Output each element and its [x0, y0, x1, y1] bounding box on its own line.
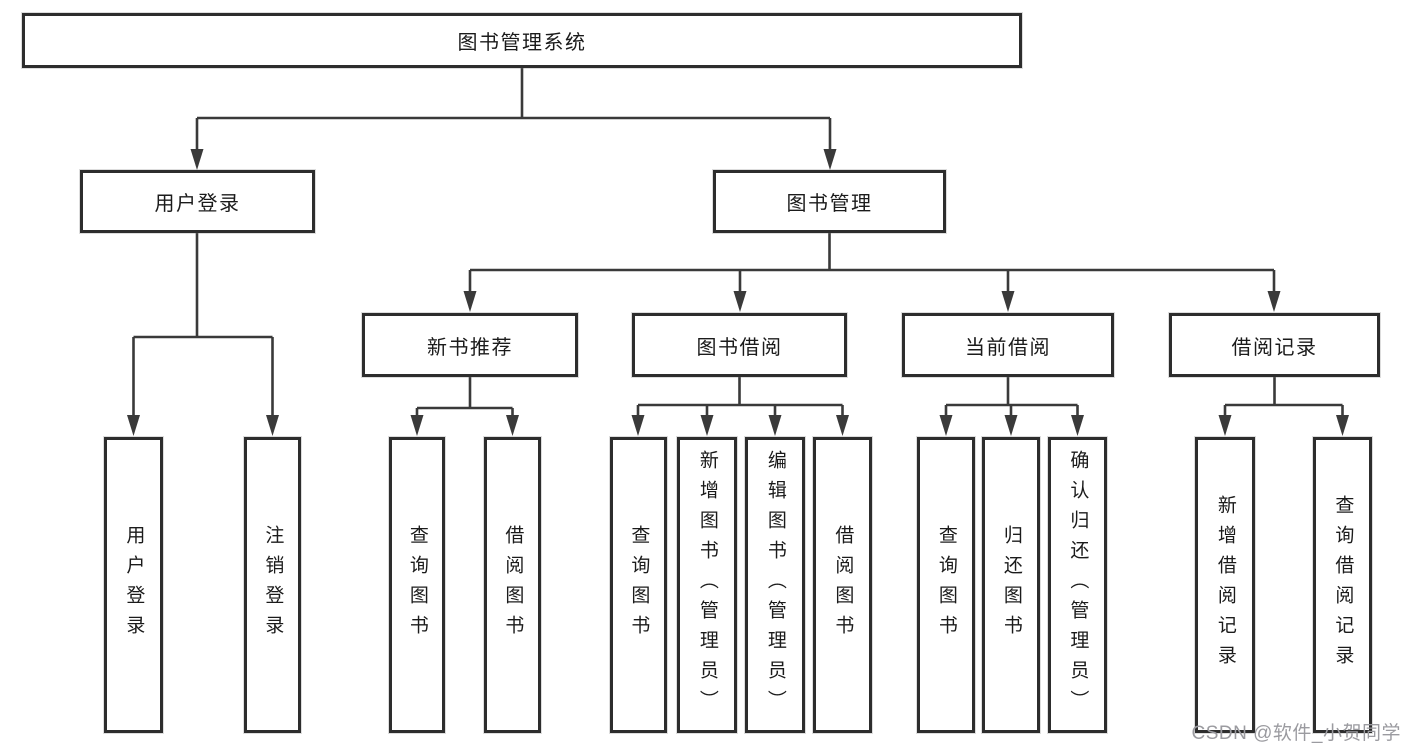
arrowhead	[1071, 415, 1084, 436]
arrowhead	[836, 415, 849, 436]
leaf-borrow-add-books-admin: 新增图书（管理员）	[677, 437, 737, 733]
arrowhead	[410, 415, 424, 436]
leaf-logout: 注销登录	[244, 437, 301, 733]
arrowhead	[733, 291, 747, 312]
leaf-current-query-books: 查询图书	[917, 437, 975, 733]
node-root: 图书管理系统	[22, 13, 1022, 68]
arrowhead	[1336, 415, 1349, 436]
csdn-watermark: CSDN @软件_小贺同学	[1191, 723, 1401, 744]
arrowhead	[1004, 415, 1018, 436]
node-borrow-records-label: 借阅记录	[1231, 336, 1318, 359]
node-current-borrow: 当前借阅	[902, 313, 1114, 377]
leaf-borrow-add-books-admin-label: 新增图书（管理员）	[696, 450, 718, 720]
leaf-logout-label: 注销登录	[262, 525, 284, 645]
arrowhead	[190, 149, 204, 170]
leaf-current-return-books-label: 归还图书	[1000, 525, 1022, 645]
leaf-recommend-query-books: 查询图书	[389, 437, 445, 733]
connector-current-borrow	[944, 377, 1079, 420]
leaf-recommend-borrow-books-label: 借阅图书	[502, 525, 524, 645]
connector-root	[195, 68, 832, 152]
leaf-current-confirm-return-admin-label: 确认归还（管理员）	[1067, 450, 1089, 720]
node-new-book-recommend-label: 新书推荐	[427, 336, 513, 359]
connector-book-borrow	[636, 377, 844, 420]
arrowhead	[463, 291, 477, 312]
node-new-book-recommend: 新书推荐	[362, 313, 578, 377]
leaf-recommend-query-books-label: 查询图书	[406, 525, 428, 645]
arrowhead	[1001, 291, 1015, 312]
leaf-borrow-borrow-books-label: 借阅图书	[832, 525, 854, 645]
arrowhead	[1218, 415, 1232, 436]
leaf-current-query-books-label: 查询图书	[935, 525, 957, 645]
arrowhead	[768, 415, 782, 436]
node-book-borrow-label: 图书借阅	[696, 336, 783, 359]
leaf-user-login-label: 用户登录	[123, 525, 145, 645]
node-book-borrow: 图书借阅	[632, 313, 847, 377]
node-book-management: 图书管理	[713, 170, 946, 233]
node-root-label: 图书管理系统	[457, 32, 587, 54]
node-user-login-label: 用户登录	[154, 193, 241, 215]
arrowhead	[700, 415, 714, 436]
arrowhead	[266, 415, 279, 436]
arrowhead	[1267, 291, 1281, 312]
connector-book-management	[468, 233, 1276, 296]
leaf-records-query-record-label: 查询借阅记录	[1332, 495, 1354, 675]
node-borrow-records: 借阅记录	[1169, 313, 1380, 377]
connector-borrow-records	[1223, 377, 1344, 420]
arrowhead	[939, 415, 953, 436]
leaf-borrow-query-books-label: 查询图书	[628, 525, 650, 645]
arrowhead	[127, 415, 140, 436]
leaf-records-query-record: 查询借阅记录	[1313, 437, 1372, 733]
leaf-borrow-borrow-books: 借阅图书	[813, 437, 872, 733]
node-book-management-label: 图书管理	[786, 193, 873, 215]
leaf-borrow-edit-books-admin: 编辑图书（管理员）	[745, 437, 805, 733]
leaf-borrow-edit-books-admin-label: 编辑图书（管理员）	[764, 450, 786, 720]
leaf-current-confirm-return-admin: 确认归还（管理员）	[1048, 437, 1107, 733]
leaf-borrow-query-books: 查询图书	[610, 437, 667, 733]
leaf-user-login: 用户登录	[104, 437, 163, 733]
node-user-login: 用户登录	[80, 170, 315, 233]
node-current-borrow-label: 当前借阅	[965, 336, 1051, 359]
leaf-recommend-borrow-books: 借阅图书	[484, 437, 541, 733]
leaf-records-add-record-label: 新增借阅记录	[1214, 495, 1236, 675]
leaf-records-add-record: 新增借阅记录	[1195, 437, 1255, 733]
arrowhead	[506, 415, 519, 436]
arrowhead	[631, 415, 645, 436]
leaf-current-return-books: 归还图书	[982, 437, 1040, 733]
connector-user-login	[132, 233, 274, 418]
connector-new-book-recommend	[415, 377, 514, 420]
arrowhead	[823, 149, 837, 170]
